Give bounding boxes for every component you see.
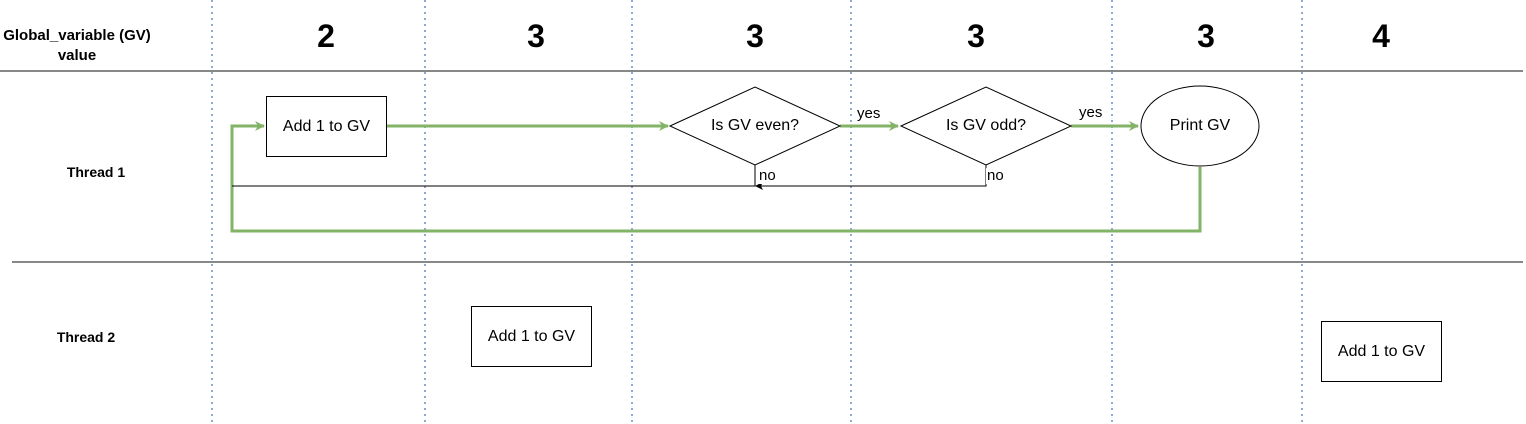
no-label: no [758,167,777,184]
gv-value: 2 [317,18,335,54]
gv-value: 4 [1372,18,1390,54]
even-decision-diamond [668,86,842,166]
gv-value: 3 [527,18,545,54]
thread1-add-box: Add 1 to GV [266,96,387,157]
yes-label: yes [1078,104,1104,121]
gv-header-label: Global_variable (GV) value [0,26,154,66]
lane-label-thread-2: Thread 2 [56,329,116,345]
no-label: no [986,167,1005,184]
thread2-add-box-1: Add 1 to GV [471,306,592,367]
flow-odd-no [755,165,987,190]
flow-loop-back [230,121,1202,233]
gv-value: 3 [1197,18,1215,54]
odd-decision-label: Is GV odd? [945,117,1027,134]
gv-value: 3 [967,18,985,54]
even-decision-label: Is GV even? [710,117,800,134]
print-ellipse [1140,85,1260,167]
thread2-add-box-2: Add 1 to GV [1321,321,1442,382]
gv-header-line2: value [57,47,97,64]
print-node-label: Print GV [1169,117,1231,134]
timeline-dividers [211,0,1303,424]
odd-decision-diamond [899,86,1073,166]
gv-header-line1: Global_variable (GV) [3,27,151,44]
flow-even-no [232,165,756,187]
yes-label: yes [856,105,882,122]
lane-label-thread-1: Thread 1 [66,164,126,180]
gv-value: 3 [746,18,764,54]
